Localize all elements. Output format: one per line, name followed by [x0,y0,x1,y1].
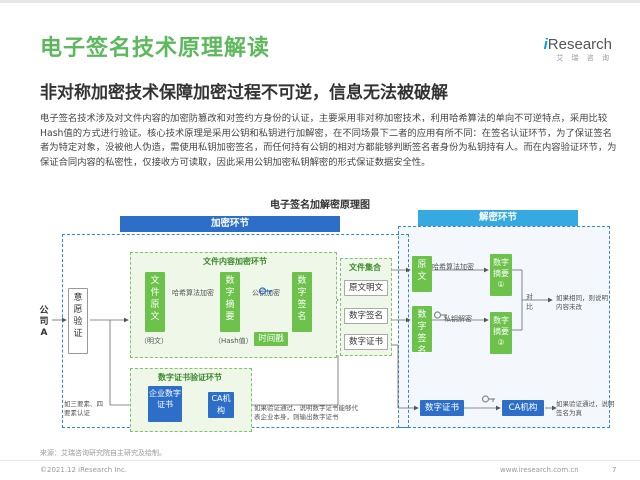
fileset-cert: 数字证书 [344,334,388,350]
intent-verification-box: 意愿验证 [68,288,88,354]
source-note: 来源：艾瑞咨询研究院自主研究及绘制。 [40,449,166,457]
page-subtitle: 非对称加密技术保障加密过程不可逆，信息无法被破解 [40,83,448,103]
fileset-signature: 数字签名 [344,308,388,324]
verify-note: 如果验证通过，说明数字证书能够代表企业本身，则输出数字证书 [254,404,358,421]
compare-label: 对比 [526,293,533,311]
fileset-title: 文件集合 [349,263,381,272]
private-key-icon [434,311,447,319]
diagram-title: 电子签名加解密原理图 [270,200,370,211]
key-icon [482,395,495,403]
iresearch-logo: iResearch 艾 瑞 咨 询 [522,36,612,63]
page-title: 电子签名技术原理解读 [40,36,271,61]
website: www.iresearch.com.cn [500,466,579,474]
top-divider [0,0,640,3]
public-key-icon [259,287,272,295]
compare-note: 如果相同，则说明内容未改 [556,294,608,311]
dec-cert-box: 数字证书 [420,400,464,416]
dec-ca-note: 如果验证通过，说明签名为真 [556,400,615,417]
dec-hash-algo-label: 哈希算法加密 [432,263,474,271]
timestamp-box: 时间戳 [254,332,288,346]
logo-prefix: i [543,36,548,53]
file-content-zone-title: 文件内容加密环节 [203,257,267,266]
hash-note: （Hash值） [214,337,253,345]
logo-suffix: Research [547,36,612,53]
plaintext-note: （明文） [140,337,168,345]
decryption-header: 解密环节 [418,210,578,226]
signature-box: 数字签名 [292,272,312,332]
hash-algo-label: 哈希算法加密 [172,289,214,297]
dec-plaintext-box: 原文 [412,256,432,292]
dec-ca-box: CA机构 [502,400,544,416]
footer-divider [0,460,640,461]
privkey-dec-label: 私钥解密 [444,315,472,323]
encryption-header: 加密环节 [120,216,340,232]
company-label: 公司A [39,306,49,338]
intent-note: 如三要素、四要素认证 [64,400,103,417]
copyright: ©2021.12 iResearch Inc. [40,466,128,474]
enterprise-cert-box: 企业数字证书 [148,386,182,422]
cert-zone-title: 数字证书验证环节 [158,373,222,382]
dec-digest1-box: 数字摘要① [490,254,512,296]
body-paragraph: 电子签名技术涉及对文件内容的加密防篡改和对签约方身份的认证，主要采用非对称加密技… [40,113,617,168]
logo-tagline: 艾 瑞 咨 询 [556,54,612,62]
dec-digest2-box: 数字摘要② [490,312,512,354]
ca-box: CA机构 [208,392,234,418]
plaintext-box: 文件原文 [145,272,165,332]
page-number: 7 [612,466,617,474]
pubkey-enc-label: 公钥加密 [252,289,280,297]
dec-signature-box: 数字签名 [412,306,432,356]
digest-box: 数字摘要 [220,272,240,332]
fileset-plain: 原文明文 [344,280,388,296]
